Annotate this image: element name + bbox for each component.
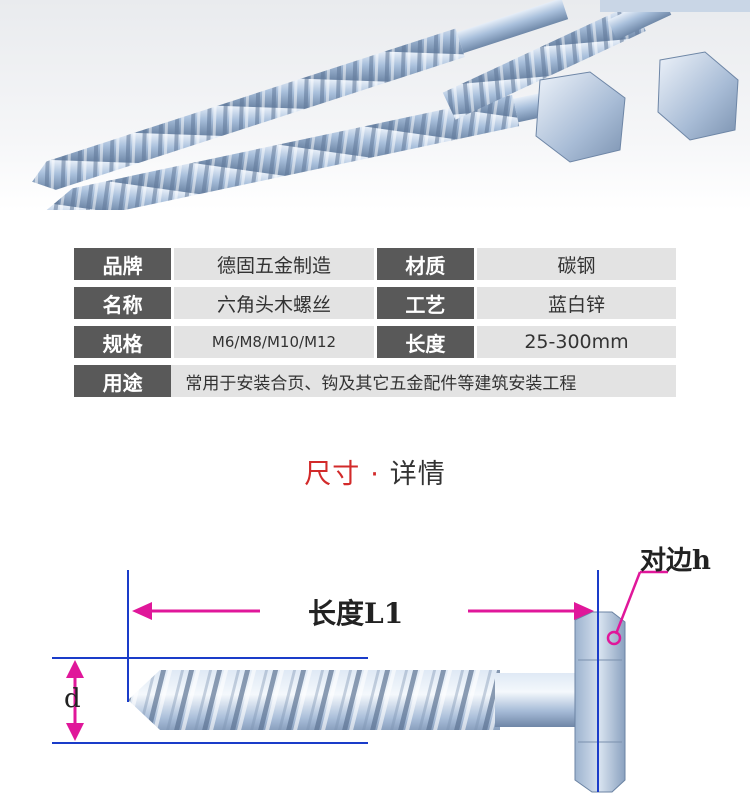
spec-value: 德固五金制造 [174, 248, 374, 280]
dimension-diagram: 长度L1 d 对边h [0, 530, 750, 800]
section-title-red: 尺寸 [304, 459, 361, 490]
product-photo [0, 0, 750, 210]
spec-key: 材质 [376, 248, 475, 280]
spec-table: 品牌 德固五金制造 材质 碳钢 名称 六角头木螺丝 工艺 蓝白锌 规格 M6/M… [74, 241, 676, 404]
hex-head [574, 611, 626, 793]
section-title-black: 详情 [389, 459, 446, 490]
spec-row: 规格 M6/M8/M10/M12 长度 25-300mm [74, 326, 676, 358]
spec-value: M6/M8/M10/M12 [174, 326, 374, 358]
spec-key: 长度 [376, 326, 475, 358]
spec-key: 名称 [74, 287, 172, 319]
spec-value: 蓝白锌 [477, 287, 676, 319]
spec-row: 名称 六角头木螺丝 工艺 蓝白锌 [74, 287, 676, 319]
diameter-label: d [64, 684, 81, 714]
screw-thread [128, 670, 500, 730]
spec-key: 工艺 [376, 287, 475, 319]
spec-key-usage: 用途 [74, 365, 172, 397]
spec-value: 25-300mm [477, 326, 676, 358]
section-title: 尺寸 · 详情 [0, 452, 750, 491]
spec-row: 品牌 德固五金制造 材质 碳钢 [74, 248, 676, 280]
spec-value: 碳钢 [477, 248, 676, 280]
across-flats-label: 对边h [640, 546, 711, 576]
spec-value-usage: 常用于安装合页、钩及其它五金配件等建筑安装工程 [171, 365, 676, 397]
screw-shank [495, 673, 575, 727]
spec-key: 规格 [74, 326, 172, 358]
section-title-dot: · [370, 459, 380, 490]
spec-key: 品牌 [74, 248, 172, 280]
spec-row-usage: 用途 常用于安装合页、钩及其它五金配件等建筑安装工程 [74, 365, 676, 397]
screw-photo-illustration [32, 0, 750, 210]
screw-dimension-drawing [52, 570, 668, 793]
across-flats-pointer [614, 571, 642, 635]
spec-value: 六角头木螺丝 [174, 287, 374, 319]
length-label: 长度L1 [308, 597, 404, 630]
